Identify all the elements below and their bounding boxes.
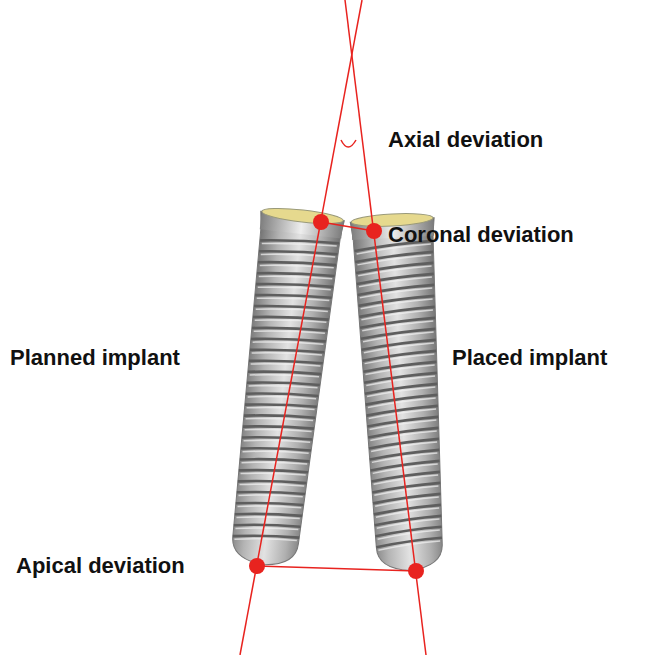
apical-line [257, 566, 416, 571]
implant-threads [226, 234, 339, 547]
thread-stroke [361, 340, 436, 350]
thread-stroke [246, 388, 318, 402]
thread-highlight [248, 391, 316, 405]
thread-stroke [244, 410, 315, 424]
thread-stroke [253, 311, 329, 326]
coronal-point-placed [366, 223, 382, 239]
thread-stroke [374, 516, 441, 526]
thread-stroke [359, 307, 435, 317]
thread-highlight [378, 541, 440, 550]
thread-stroke [356, 263, 434, 273]
thread-highlight [258, 281, 331, 295]
planned-axis [240, 0, 362, 655]
thread-highlight [243, 446, 309, 459]
thread-highlight [257, 292, 330, 306]
thread-stroke [360, 318, 436, 328]
thread-stroke [366, 406, 438, 416]
thread-stroke [364, 373, 437, 383]
thread-stroke [254, 300, 330, 315]
thread-stroke [255, 289, 332, 304]
thread-stroke [375, 527, 442, 536]
thread-highlight [244, 435, 311, 448]
thread-highlight [251, 358, 321, 372]
thread-highlight [245, 424, 312, 438]
thread-highlight [255, 314, 327, 328]
thread-stroke [248, 366, 321, 380]
thread-stroke [252, 322, 327, 336]
deviation-points [249, 214, 424, 579]
thread-stroke [357, 285, 434, 295]
implant-threads [354, 241, 449, 551]
thread-highlight [250, 369, 319, 383]
thread-highlight [260, 259, 334, 273]
thread-stroke [362, 351, 436, 361]
thread-stroke [241, 443, 311, 457]
thread-stroke [355, 252, 433, 262]
thread-highlight [256, 303, 328, 317]
callout-label: Planned implant [10, 345, 180, 371]
thread-stroke [242, 432, 313, 446]
thread-highlight [249, 380, 318, 394]
thread-stroke [256, 278, 333, 293]
thread-stroke [249, 355, 323, 369]
thread-stroke [251, 333, 326, 347]
thread-highlight [252, 347, 322, 361]
thread-highlight [262, 238, 337, 252]
deviation-lines [240, 0, 426, 655]
callout-label: Axial deviation [388, 127, 543, 153]
thread-highlight [254, 325, 325, 339]
thread-stroke [357, 274, 435, 284]
thread-highlight [237, 501, 301, 514]
thread-stroke [369, 439, 440, 449]
thread-highlight [235, 522, 298, 535]
thread-highlight [247, 402, 315, 416]
apical-point-planned [249, 558, 265, 574]
thread-stroke [245, 399, 317, 413]
thread-stroke [363, 362, 437, 372]
thread-highlight [246, 413, 314, 427]
thread-stroke [358, 296, 435, 306]
thread-highlight [261, 249, 335, 263]
thread-stroke [370, 461, 440, 471]
placed-implant-body [350, 212, 453, 573]
placed-axis [345, 0, 426, 655]
thread-highlight [236, 511, 299, 524]
callout-label: Placed implant [452, 345, 607, 371]
coronal-line [321, 222, 374, 231]
thread-stroke [369, 450, 439, 460]
thread-stroke [365, 395, 437, 405]
thread-stroke [258, 256, 336, 271]
thread-stroke [367, 417, 438, 427]
thread-stroke [376, 538, 442, 547]
callout-label: Coronal deviation [388, 222, 574, 248]
thread-stroke [234, 519, 301, 533]
thread-stroke [243, 421, 314, 435]
thread-stroke [233, 530, 299, 543]
thread-stroke [259, 245, 337, 260]
coronal-point-planned [313, 214, 329, 230]
thread-stroke [365, 384, 438, 394]
apical-point-placed [408, 563, 424, 579]
thread-highlight [259, 270, 333, 284]
thread-stroke [235, 508, 302, 522]
thread-stroke [371, 472, 440, 482]
thread-stroke [247, 377, 320, 391]
thread-stroke [250, 344, 324, 358]
thread-highlight [253, 336, 324, 350]
planned-implant-body [221, 205, 345, 569]
thread-stroke [361, 329, 436, 339]
axial-angle-arc [341, 140, 356, 147]
thread-stroke [257, 267, 335, 282]
callout-label: Apical deviation [16, 553, 185, 579]
thread-stroke [368, 428, 439, 438]
thread-highlight [234, 533, 296, 546]
